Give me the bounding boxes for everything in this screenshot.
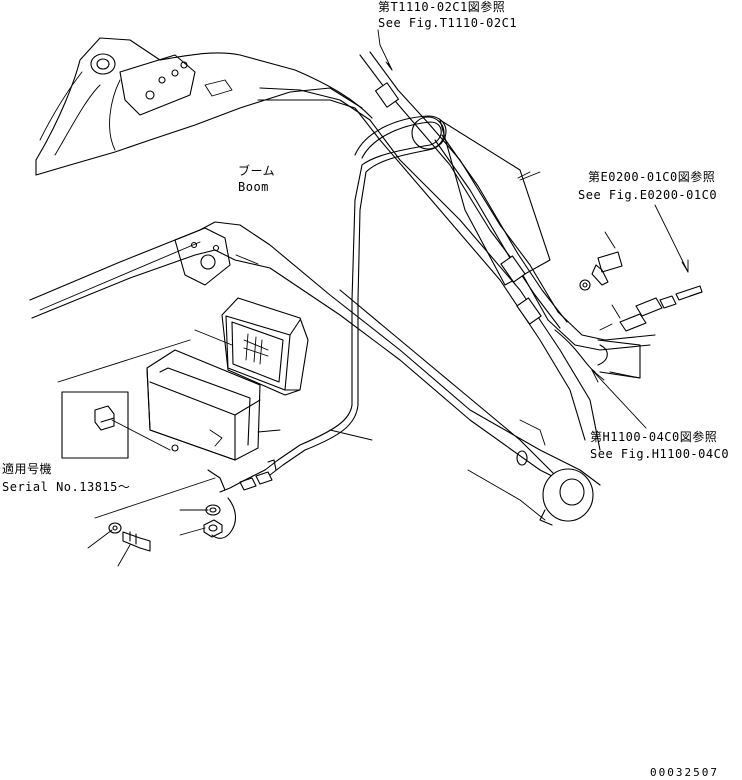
- connector-bottom: [239, 459, 277, 491]
- leader-lines: [87, 29, 689, 567]
- ref-t1110-en: See Fig.T1110-02C1: [378, 16, 518, 30]
- boom-label-ja: ブーム: [238, 164, 276, 178]
- boom-main-body: [29, 87, 601, 526]
- work-light: [221, 297, 309, 396]
- wiring-harness: [211, 115, 447, 539]
- cover-plate: [439, 119, 551, 286]
- boom-upper-outline: [35, 37, 373, 176]
- ref-h1100-ja: 第H1100-04C0図参照: [590, 430, 718, 444]
- hydraulic-pipes: [359, 51, 656, 379]
- serial-label-ja: 適用号機: [2, 462, 53, 476]
- drawing-number: 00032507: [650, 766, 719, 779]
- boom-label-en: Boom: [238, 180, 269, 194]
- ref-h1100-en: See Fig.H1100-04C0: [590, 447, 730, 461]
- ref-e0200-ja: 第E0200-01C0図参照: [588, 170, 716, 184]
- serial-detail: [57, 339, 191, 459]
- connectors-right: [599, 285, 703, 332]
- bolt-washer-right: [579, 251, 623, 291]
- light-guard: [146, 349, 261, 491]
- fasteners-bottom: [94, 477, 223, 552]
- serial-label-en: Serial No.13815〜: [2, 480, 131, 494]
- ref-e0200-en: See Fig.E0200-01C0: [578, 188, 718, 202]
- ref-t1110-ja: 第T1110-02C1図参照: [378, 0, 506, 14]
